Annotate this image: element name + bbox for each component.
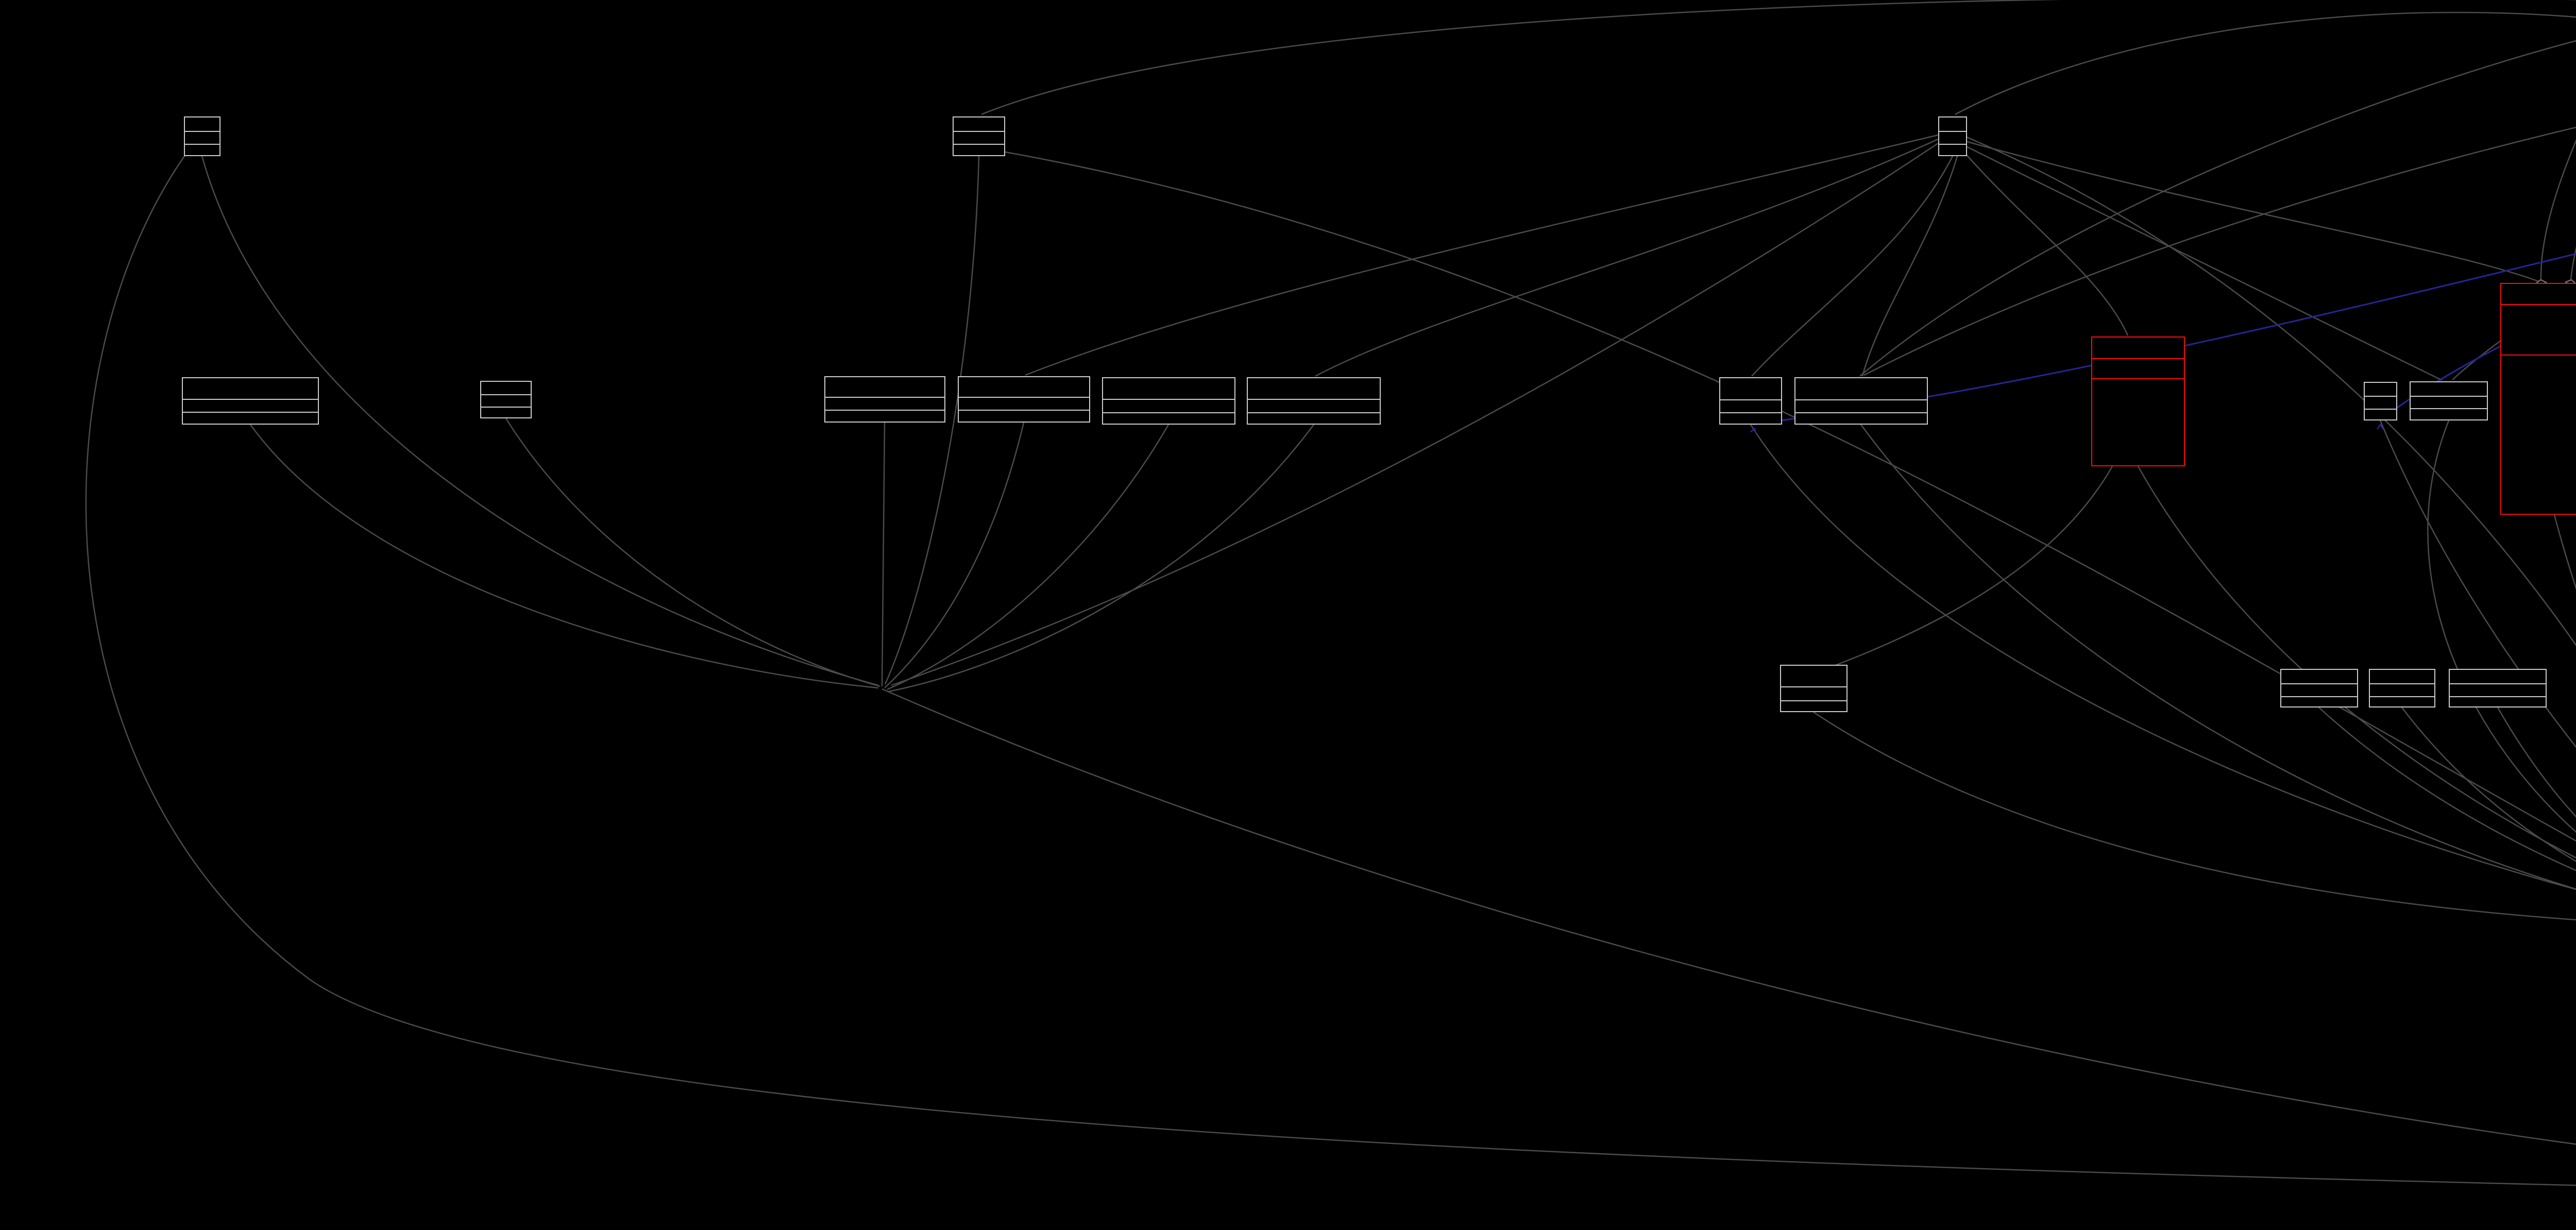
edge — [505, 418, 880, 687]
class-node-n1[interactable] — [184, 116, 221, 156]
edge — [2318, 707, 2576, 871]
class-node-D1[interactable] — [2364, 382, 2397, 420]
compartment-divider — [959, 397, 1089, 398]
compartment-divider — [1248, 412, 1380, 413]
compartment-divider — [2501, 355, 2576, 356]
edge — [1860, 424, 2576, 890]
class-node-n2[interactable] — [953, 116, 1005, 156]
edge — [201, 156, 879, 686]
compartment-divider — [1720, 412, 1781, 413]
edge — [1315, 138, 1939, 377]
compartment-divider — [183, 399, 318, 400]
class-node-highlighted-r3[interactable] — [2500, 283, 2576, 515]
edge-highlight — [1752, 253, 2576, 426]
compartment-divider — [183, 412, 318, 413]
compartment-divider — [2450, 696, 2546, 697]
class-node-R1[interactable] — [824, 376, 945, 423]
edge — [2137, 466, 2576, 858]
compartment-divider — [1781, 686, 1846, 687]
edge — [882, 688, 2576, 1145]
edge — [1967, 146, 2443, 381]
class-node-n3[interactable] — [1938, 116, 1967, 156]
class-node-R4[interactable] — [1247, 377, 1381, 425]
compartment-divider — [1795, 412, 1927, 413]
class-node-M2[interactable] — [1794, 377, 1928, 425]
compartment-divider — [825, 410, 944, 411]
compartment-divider — [2411, 396, 2487, 397]
edge — [2379, 420, 2576, 748]
edge — [888, 424, 1315, 693]
edge — [1965, 136, 2576, 647]
compartment-divider — [1939, 144, 1966, 145]
compartment-divider — [1103, 399, 1234, 400]
edge — [887, 424, 1170, 690]
compartment-divider — [185, 144, 219, 145]
edge — [249, 424, 879, 689]
class-node-highlighted-r2[interactable] — [2091, 336, 2185, 466]
compartment-divider — [954, 131, 1004, 132]
edge — [1025, 134, 1939, 376]
compartment-divider — [2281, 683, 2357, 684]
edge — [1005, 151, 2576, 842]
edge-highlight — [2381, 309, 2576, 420]
arrowhead-icon — [1750, 427, 1757, 434]
compartment-divider — [1720, 399, 1781, 400]
edge — [85, 154, 2576, 1186]
compartment-divider — [2411, 408, 2487, 409]
edge — [1863, 126, 2576, 376]
compartment-divider — [1781, 700, 1846, 701]
edge — [1955, 11, 2576, 115]
class-node-L2[interactable] — [480, 381, 532, 418]
edge — [1834, 466, 2113, 667]
compartment-divider — [2092, 378, 2184, 379]
compartment-divider — [2450, 683, 2546, 684]
compartment-divider — [2370, 696, 2434, 697]
edge — [1750, 424, 2576, 890]
edge — [891, 142, 1939, 686]
compartment-divider — [954, 144, 1004, 145]
edge — [1813, 711, 2576, 921]
compartment-divider — [1795, 399, 1927, 400]
edge — [1751, 156, 1954, 377]
compartment-divider — [2501, 304, 2576, 305]
edge — [2540, 139, 2576, 280]
compartment-divider — [1248, 399, 1380, 400]
edge — [1859, 40, 2576, 377]
edge — [884, 156, 980, 685]
edge — [1963, 151, 2129, 336]
class-node-J3[interactable] — [2369, 669, 2435, 707]
compartment-divider — [481, 394, 531, 395]
class-node-L1[interactable] — [182, 377, 319, 425]
edge — [2570, 246, 2576, 280]
compartment-divider — [481, 407, 531, 408]
arrowhead-icon — [2376, 423, 2384, 430]
compartment-divider — [825, 397, 944, 398]
compartment-divider — [2092, 358, 2184, 359]
class-node-M1[interactable] — [1719, 377, 1782, 425]
class-node-R2[interactable] — [958, 376, 1090, 423]
class-node-D2[interactable] — [2410, 381, 2488, 420]
class-node-J1[interactable] — [1780, 665, 1848, 712]
compartment-divider — [2365, 396, 2396, 397]
compartment-divider — [2365, 409, 2396, 410]
edge — [2427, 420, 2576, 833]
compartment-divider — [959, 410, 1089, 411]
compartment-divider — [2370, 683, 2434, 684]
class-node-J4[interactable] — [2449, 669, 2547, 707]
edge — [884, 422, 1025, 688]
class-node-J2[interactable] — [2280, 669, 2358, 707]
edge — [2401, 707, 2576, 862]
edge — [2497, 707, 2576, 818]
edge — [1861, 154, 1959, 377]
edge — [981, 0, 2576, 115]
edge — [881, 422, 886, 687]
compartment-divider — [185, 131, 219, 132]
compartment-divider — [1939, 131, 1966, 132]
compartment-divider — [1103, 412, 1234, 413]
compartment-divider — [2281, 696, 2357, 697]
class-node-R3[interactable] — [1102, 377, 1235, 425]
edge — [1967, 141, 2540, 283]
